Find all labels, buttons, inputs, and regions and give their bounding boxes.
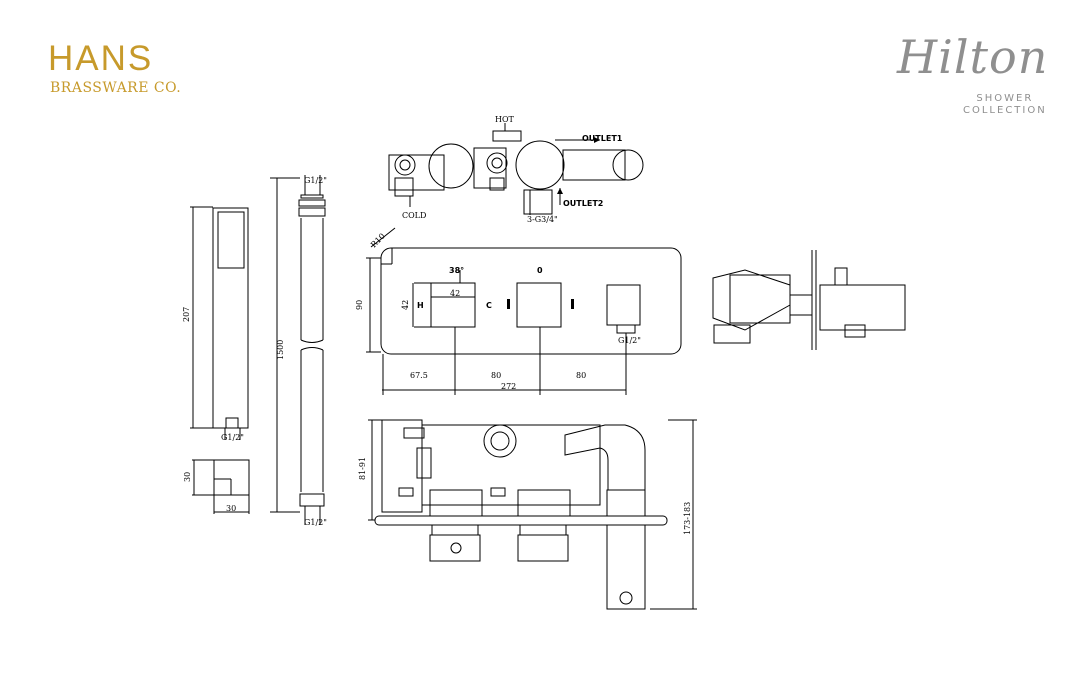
label-depth1: 81-91 [358, 457, 367, 480]
brand-name: HANS [48, 39, 154, 78]
label-inlet: 3-G3/4" [527, 215, 558, 224]
hose-drawing [270, 175, 326, 525]
drawing-labels: HOT COLD OUTLET1 OUTLET2 3-G3/4" G1/2" 2… [182, 115, 692, 535]
label-holder-h: 30 [183, 472, 192, 482]
shower-holder-drawing [192, 459, 250, 514]
label-hh-length: 207 [182, 307, 191, 322]
label-hose-top: G1/2" [304, 176, 327, 185]
label-total: 272 [501, 382, 516, 391]
collection-logo: Hilton SHOWER COLLECTION [895, 30, 1049, 120]
label-d2: 80 [491, 371, 501, 380]
label-H: H [417, 301, 424, 310]
label-hose-length: 1500 [276, 340, 285, 360]
valve-body-drawing [388, 123, 644, 215]
label-outlet1: OUTLET1 [582, 134, 623, 143]
label-cold: COLD [402, 211, 426, 220]
label-plate-h: 90 [355, 300, 364, 310]
label-hh-bottom: G1/2" [221, 433, 244, 442]
label-knob-w: 42 [450, 289, 460, 298]
label-depth2: 173-183 [683, 502, 692, 535]
collection-line2: COLLECTION [963, 105, 1047, 116]
label-outlet2: OUTLET2 [563, 199, 603, 208]
faceplate-front-drawing [366, 227, 682, 395]
valve-plan-drawing [368, 419, 697, 610]
label-holder-w: 30 [226, 504, 236, 513]
collection-line1: SHOWER [976, 93, 1034, 104]
label-C: C [486, 301, 492, 310]
brand-logo: HANS BRASSWARE CO. [48, 39, 182, 97]
label-zero: 0 [537, 266, 543, 275]
brand-subtitle: BRASSWARE CO. [50, 80, 182, 96]
label-d1: 67.5 [410, 371, 428, 380]
label-hot: HOT [495, 115, 515, 124]
hand-shower-drawing [190, 206, 249, 440]
label-d3: 80 [576, 371, 586, 380]
collection-script: Hilton [897, 30, 1049, 84]
label-knob-h: 42 [401, 300, 410, 310]
label-r10: R10 [369, 232, 387, 250]
label-outlet-thread: G1/2" [618, 336, 641, 345]
valve-side-drawing [712, 250, 906, 350]
label-temp: 38° [449, 266, 464, 275]
collection-subtitle: SHOWER COLLECTION [963, 93, 1047, 117]
label-hose-bottom: G1/2" [304, 518, 327, 527]
